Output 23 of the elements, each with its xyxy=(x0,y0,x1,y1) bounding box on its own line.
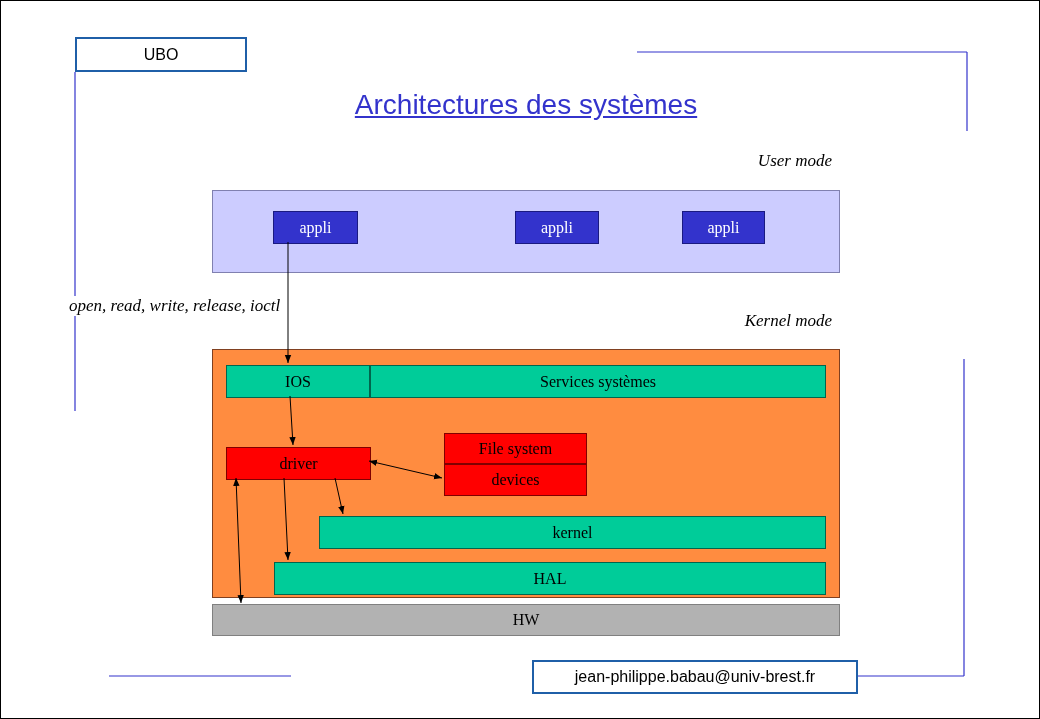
driver-box: driver xyxy=(226,447,371,480)
arrow xyxy=(334,477,345,515)
mode-heading: Kernel mode xyxy=(744,311,832,331)
layer-bar: kernel xyxy=(319,516,826,549)
edge-label: open, read, write, release, ioctl xyxy=(67,296,283,316)
module-box: IOS xyxy=(226,365,370,398)
label-box: UBO xyxy=(75,37,247,72)
arrow xyxy=(284,241,292,364)
arrow xyxy=(368,459,443,480)
hardware-bar: HW xyxy=(212,604,840,636)
slide-title: Architectures des systèmes xyxy=(353,89,699,121)
module-box: devices xyxy=(444,464,587,496)
application-box: appli xyxy=(515,211,599,244)
application-box: appli xyxy=(273,211,358,244)
service-bar: Services systèmes xyxy=(370,365,826,398)
arrow xyxy=(289,395,296,446)
email-box: jean-philippe.babau@univ-brest.fr xyxy=(532,660,858,694)
arrow xyxy=(283,477,291,561)
application-box: appli xyxy=(682,211,765,244)
module-box: File system xyxy=(444,433,587,464)
layer-bar: HAL xyxy=(274,562,826,595)
mode-heading: User mode xyxy=(757,151,832,171)
arrow xyxy=(233,477,244,604)
